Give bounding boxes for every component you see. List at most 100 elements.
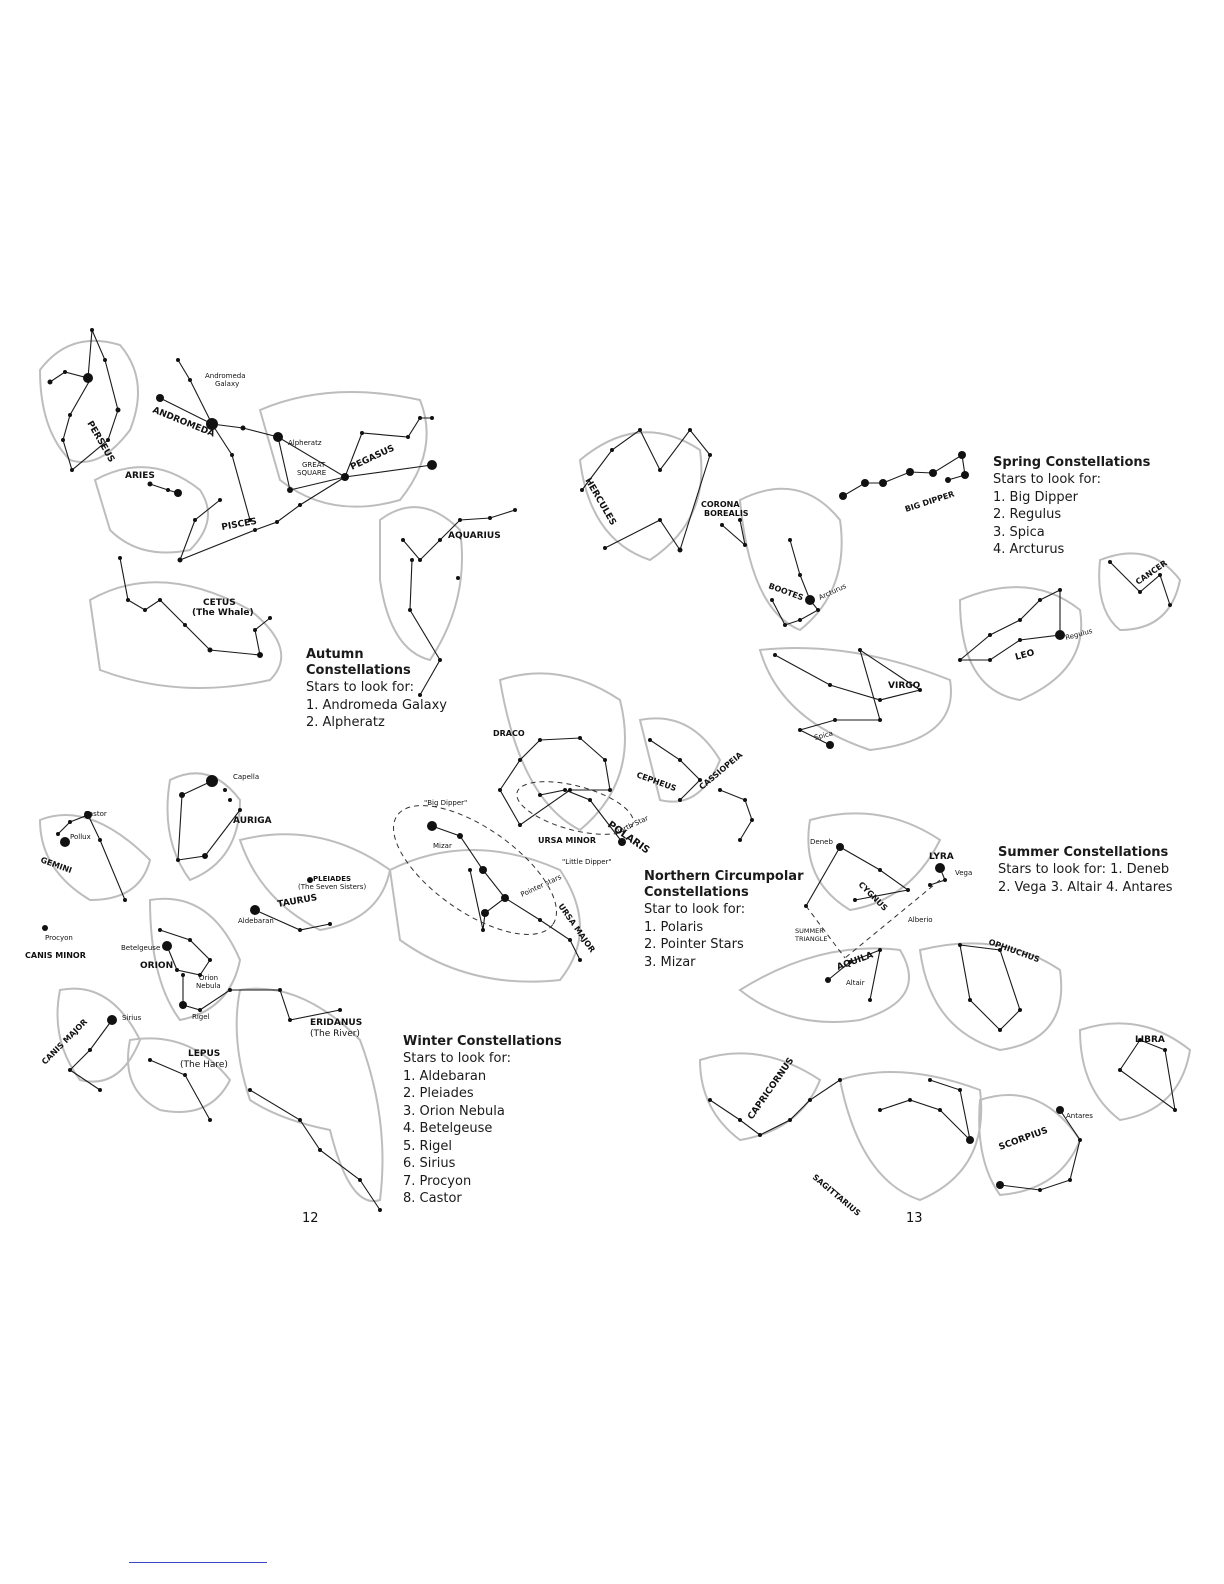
star <box>56 832 60 836</box>
star <box>418 558 422 562</box>
label-draco: DRACO <box>493 729 525 738</box>
label-virgo: VIRGO <box>888 681 921 691</box>
star <box>298 503 302 507</box>
label-aries: ARIES <box>125 471 155 481</box>
star <box>177 557 183 563</box>
label-castor: Castor <box>84 810 107 818</box>
star <box>1018 618 1022 622</box>
star <box>798 728 802 732</box>
spring-item: 1. Big Dipper <box>993 489 1078 505</box>
star <box>198 1008 202 1012</box>
star <box>176 858 180 862</box>
star <box>518 823 522 827</box>
label-corona-borealis-1: CORONA <box>701 500 740 509</box>
star <box>988 633 992 637</box>
label-taurus: TAURUS <box>277 893 318 910</box>
star <box>804 904 808 908</box>
star <box>143 608 147 612</box>
star <box>743 543 747 547</box>
star <box>360 431 364 435</box>
star <box>773 653 777 657</box>
label-cetus-1: CETUS <box>203 598 236 608</box>
star <box>945 477 951 483</box>
star <box>430 416 434 420</box>
footer-link-underline[interactable] <box>129 1562 267 1563</box>
label-lepus-1: LEPUS <box>188 1049 220 1059</box>
star <box>107 1015 117 1025</box>
star <box>427 460 437 470</box>
star <box>968 998 972 1002</box>
label-pleiades-2: (The Seven Sisters) <box>298 883 366 891</box>
star <box>240 425 246 431</box>
label-capricornus: CAPRICORNUS <box>746 1056 796 1122</box>
label-orion: ORION <box>140 961 173 971</box>
winter-item: 1. Aldebaran <box>403 1068 487 1084</box>
star <box>1058 588 1062 592</box>
star <box>998 948 1002 952</box>
star <box>248 518 252 522</box>
star <box>318 1148 322 1152</box>
circumpolar-item: 2. Pointer Stars <box>644 937 744 952</box>
star <box>481 909 489 917</box>
star <box>878 868 882 872</box>
label-orion-nebula-2: Nebula <box>196 982 221 990</box>
star <box>878 1108 882 1112</box>
star <box>158 928 162 932</box>
star <box>608 788 612 792</box>
star <box>188 378 192 382</box>
star <box>603 546 607 550</box>
star <box>988 658 992 662</box>
star <box>996 1181 1004 1189</box>
star <box>805 595 815 605</box>
star <box>341 473 349 481</box>
label-antares: Antares <box>1066 1112 1093 1120</box>
star <box>688 428 692 432</box>
star-field <box>42 328 1177 1212</box>
label-andromeda-galaxy-1: Andromeda <box>205 372 246 380</box>
star <box>839 492 847 500</box>
star <box>1173 1108 1177 1112</box>
label-summer-triangle-1: SUMMER <box>795 927 824 935</box>
summer-subtitle: Stars to look for: 1. Deneb <box>998 862 1170 877</box>
label-deneb: Deneb <box>810 838 833 846</box>
label-aquila: AQUILA <box>836 950 875 972</box>
star <box>457 833 463 839</box>
star <box>118 556 122 560</box>
label-auriga: AURIGA <box>233 816 272 826</box>
star <box>218 498 222 502</box>
label-rigel: Rigel <box>192 1013 210 1021</box>
star <box>738 1118 742 1122</box>
star <box>798 573 802 577</box>
star <box>208 1118 212 1122</box>
star <box>826 741 834 749</box>
star <box>906 468 914 476</box>
star <box>738 838 742 842</box>
star <box>223 788 227 792</box>
label-aldebaran: Aldebaran <box>238 917 274 925</box>
star <box>257 652 263 658</box>
star <box>961 471 969 479</box>
star <box>938 1108 942 1112</box>
star <box>287 487 293 493</box>
star <box>358 1178 362 1182</box>
star <box>638 428 642 432</box>
winter-subtitle: Stars to look for: <box>403 1051 511 1066</box>
page-number-right: 13 <box>906 1211 923 1226</box>
spring-info: Spring Constellations Stars to look for:… <box>993 455 1150 559</box>
label-corona-borealis-2: BOREALIS <box>704 509 749 518</box>
star <box>1056 1106 1064 1114</box>
summer-line2: 2. Vega 3. Altair 4. Antares <box>998 879 1173 895</box>
star <box>479 866 487 874</box>
star <box>230 453 234 457</box>
star <box>126 598 130 602</box>
star <box>1068 1178 1072 1182</box>
star <box>879 479 887 487</box>
star <box>179 792 185 798</box>
star <box>878 718 882 722</box>
star <box>98 1088 102 1092</box>
star <box>1038 598 1042 602</box>
autumn-item: 2. Alpheratz <box>306 715 385 730</box>
dashed-guides <box>393 781 941 959</box>
star <box>578 958 582 962</box>
star <box>833 718 837 722</box>
